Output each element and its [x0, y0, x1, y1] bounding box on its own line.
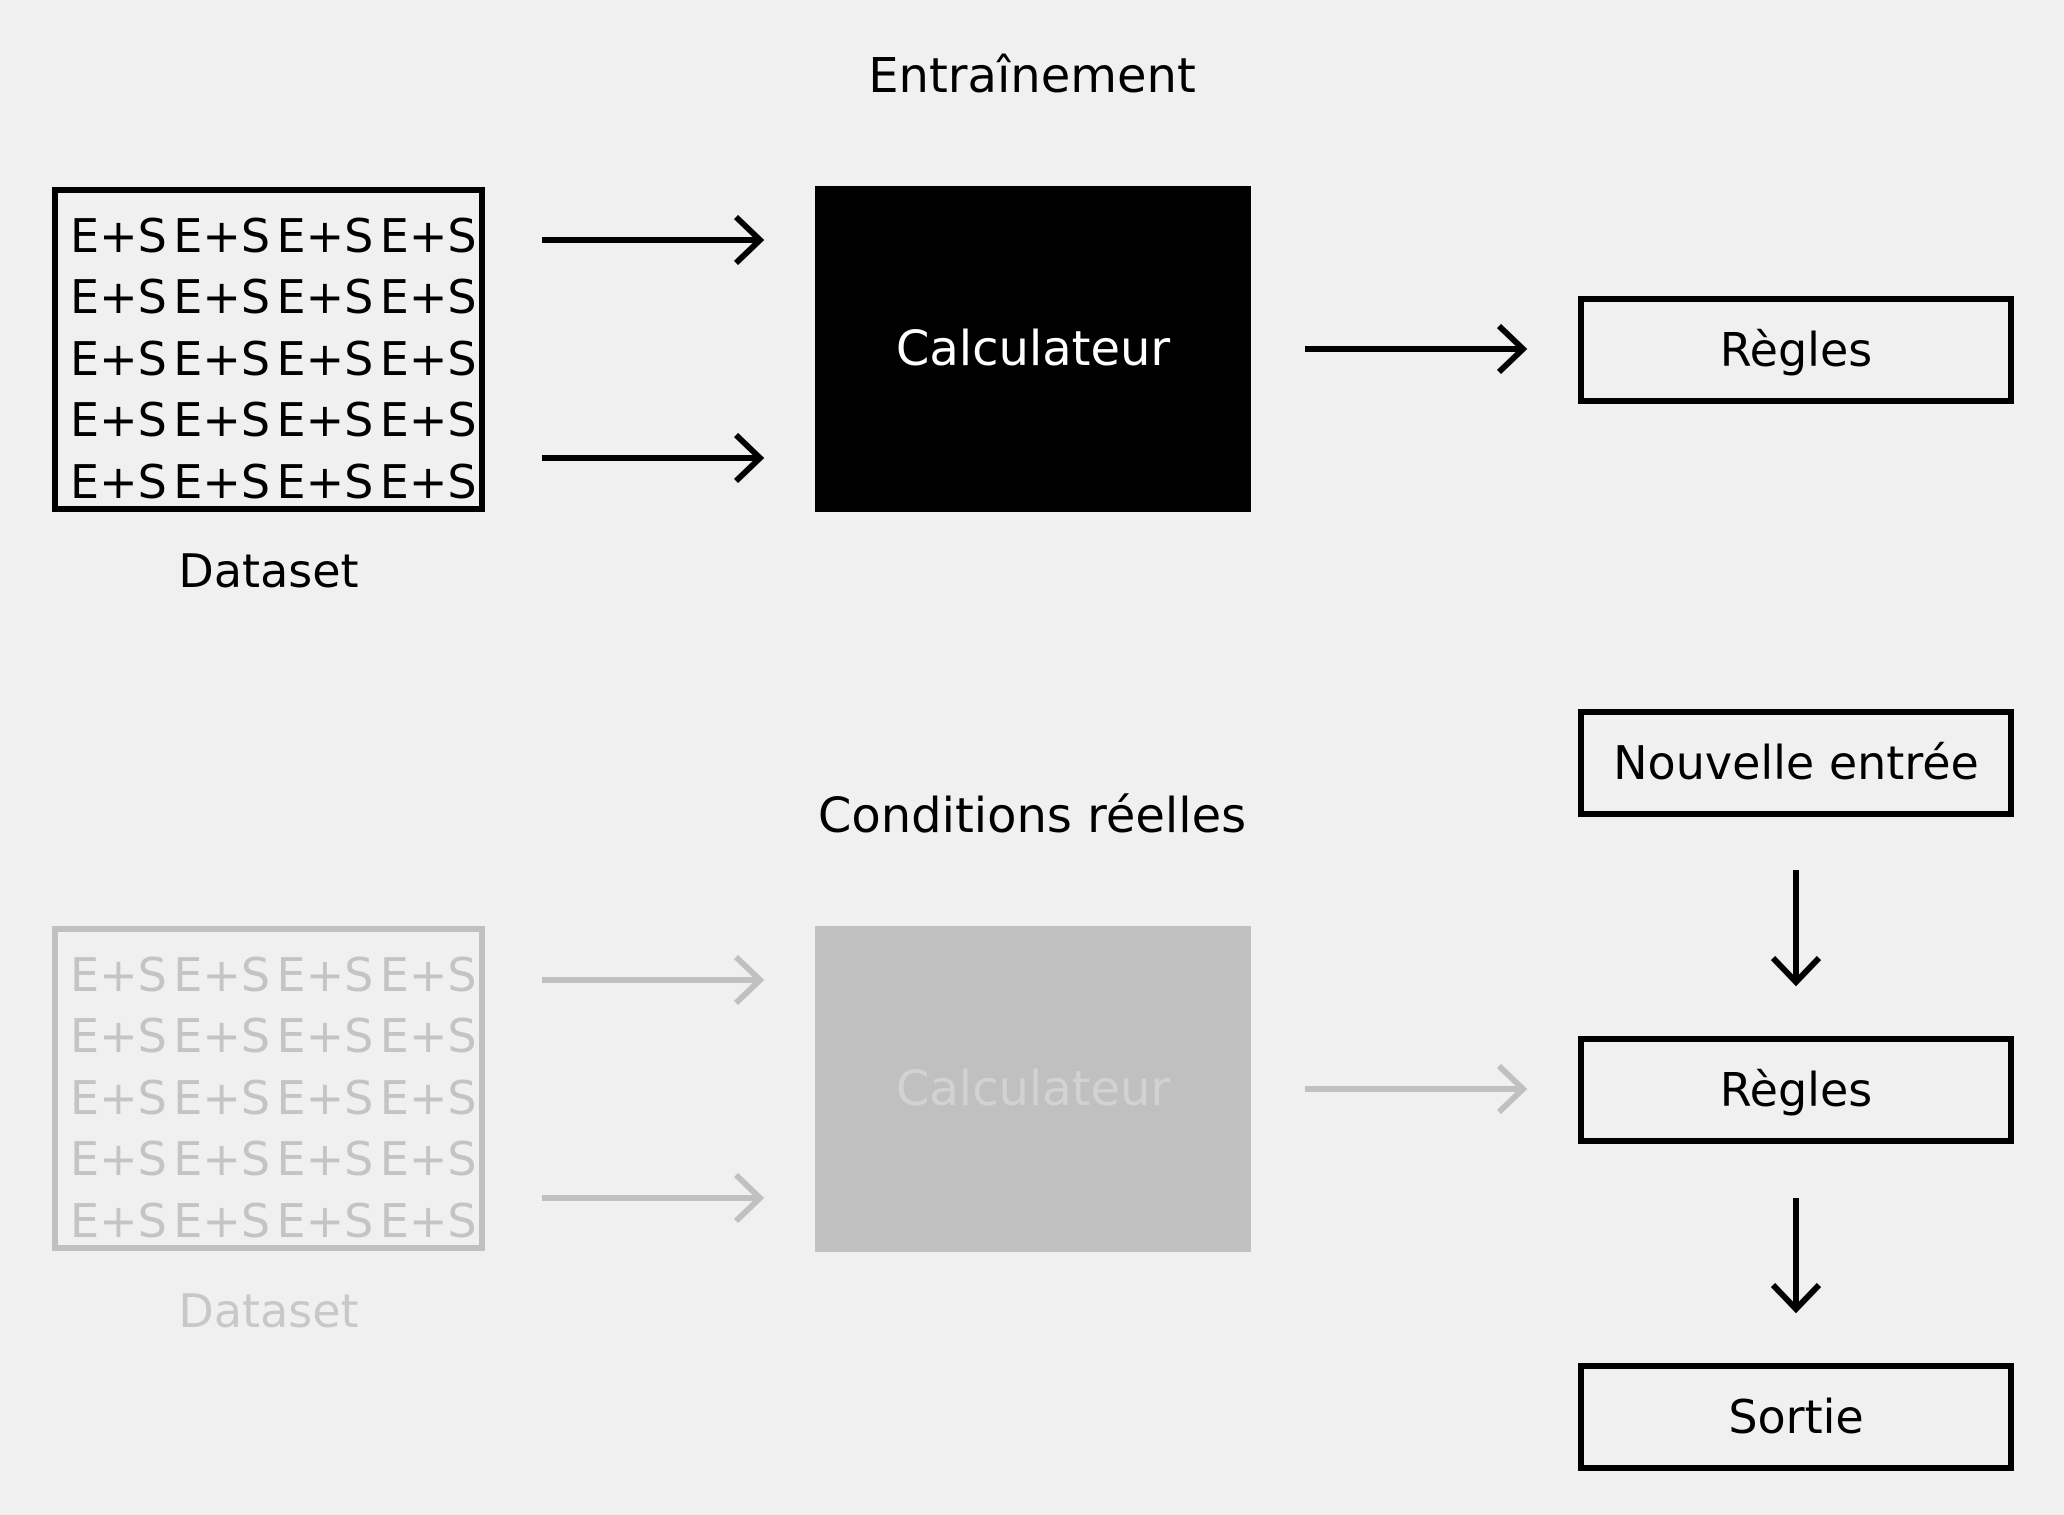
- real-dataset-cell: E+S: [276, 1193, 374, 1248]
- training-dataset-cell: E+S: [70, 270, 167, 325]
- training-dataset-cell: E+S: [379, 208, 477, 263]
- training-dataset-cell: E+S: [276, 208, 374, 263]
- training-title: Entraînement: [868, 48, 1196, 104]
- training-rules-box: Règles: [1578, 296, 2014, 404]
- training-dataset-cell: E+S: [70, 331, 167, 386]
- real-dataset-cell: E+S: [379, 1132, 477, 1187]
- training-rules-label: Règles: [1719, 323, 1873, 377]
- arrow-rules-to-output: [1770, 1198, 1822, 1314]
- training-calculator-label: Calculateur: [895, 321, 1171, 377]
- real-dataset-cell: E+S: [379, 1193, 477, 1248]
- real-conditions-title: Conditions réelles: [817, 788, 1247, 844]
- real-dataset-cell: E+S: [173, 1132, 271, 1187]
- real-dataset-cell: E+S: [70, 1132, 167, 1187]
- training-arrow-upper: [542, 214, 765, 266]
- real-dataset-cell: E+S: [173, 1009, 271, 1064]
- new-input-label: Nouvelle entrée: [1613, 736, 1979, 790]
- training-dataset-cell: E+S: [173, 208, 271, 263]
- output-label: Sortie: [1728, 1390, 1864, 1444]
- training-dataset-cell: E+S: [276, 454, 374, 509]
- output-box: Sortie: [1578, 1363, 2014, 1471]
- real-dataset-cell: E+S: [70, 947, 167, 1002]
- training-dataset-label: Dataset: [178, 544, 359, 598]
- training-dataset-cell: E+S: [70, 454, 167, 509]
- arrow-new-input-to-rules: [1770, 870, 1822, 987]
- real-arrow-upper: [542, 954, 765, 1006]
- training-arrow-to-rules: [1305, 323, 1528, 375]
- real-dataset-cell: E+S: [173, 1070, 271, 1125]
- training-dataset-cell: E+S: [70, 393, 167, 448]
- training-calculator-box: Calculateur: [815, 186, 1251, 512]
- training-dataset-cell: E+S: [276, 270, 374, 325]
- training-dataset-cell: E+S: [173, 393, 271, 448]
- training-dataset-cell: E+S: [379, 331, 477, 386]
- real-arrow-to-rules: [1305, 1063, 1528, 1115]
- real-rules-label: Règles: [1719, 1063, 1873, 1117]
- real-dataset-cell: E+S: [379, 947, 477, 1002]
- real-dataset-cell: E+S: [276, 1070, 374, 1125]
- real-dataset-label: Dataset: [178, 1284, 359, 1338]
- training-dataset-cell: E+S: [173, 270, 271, 325]
- training-arrow-lower: [542, 432, 765, 484]
- real-rules-box: Règles: [1578, 1036, 2014, 1144]
- training-dataset-cell: E+S: [173, 454, 271, 509]
- real-arrow-lower: [542, 1172, 765, 1224]
- training-dataset-cell: E+S: [379, 393, 477, 448]
- training-dataset-cell: E+S: [173, 331, 271, 386]
- real-dataset-cell: E+S: [173, 1193, 271, 1248]
- training-dataset-cell: E+S: [70, 208, 167, 263]
- real-dataset-cell: E+S: [379, 1070, 477, 1125]
- training-dataset-cell: E+S: [276, 393, 374, 448]
- training-dataset-cell: E+S: [379, 454, 477, 509]
- real-dataset-cell: E+S: [70, 1193, 167, 1248]
- real-dataset-cell: E+S: [70, 1070, 167, 1125]
- real-dataset-cell: E+S: [276, 1009, 374, 1064]
- real-dataset-cell: E+S: [379, 1009, 477, 1064]
- real-dataset-cell: E+S: [70, 1009, 167, 1064]
- real-dataset-cell: E+S: [173, 947, 271, 1002]
- real-dataset-cell: E+S: [276, 947, 374, 1002]
- real-calculator-label: Calculateur: [895, 1061, 1171, 1117]
- real-calculator-box: Calculateur: [815, 926, 1251, 1252]
- new-input-box: Nouvelle entrée: [1578, 709, 2014, 817]
- training-dataset-cell: E+S: [276, 331, 374, 386]
- real-dataset-cell: E+S: [276, 1132, 374, 1187]
- training-dataset-cell: E+S: [379, 270, 477, 325]
